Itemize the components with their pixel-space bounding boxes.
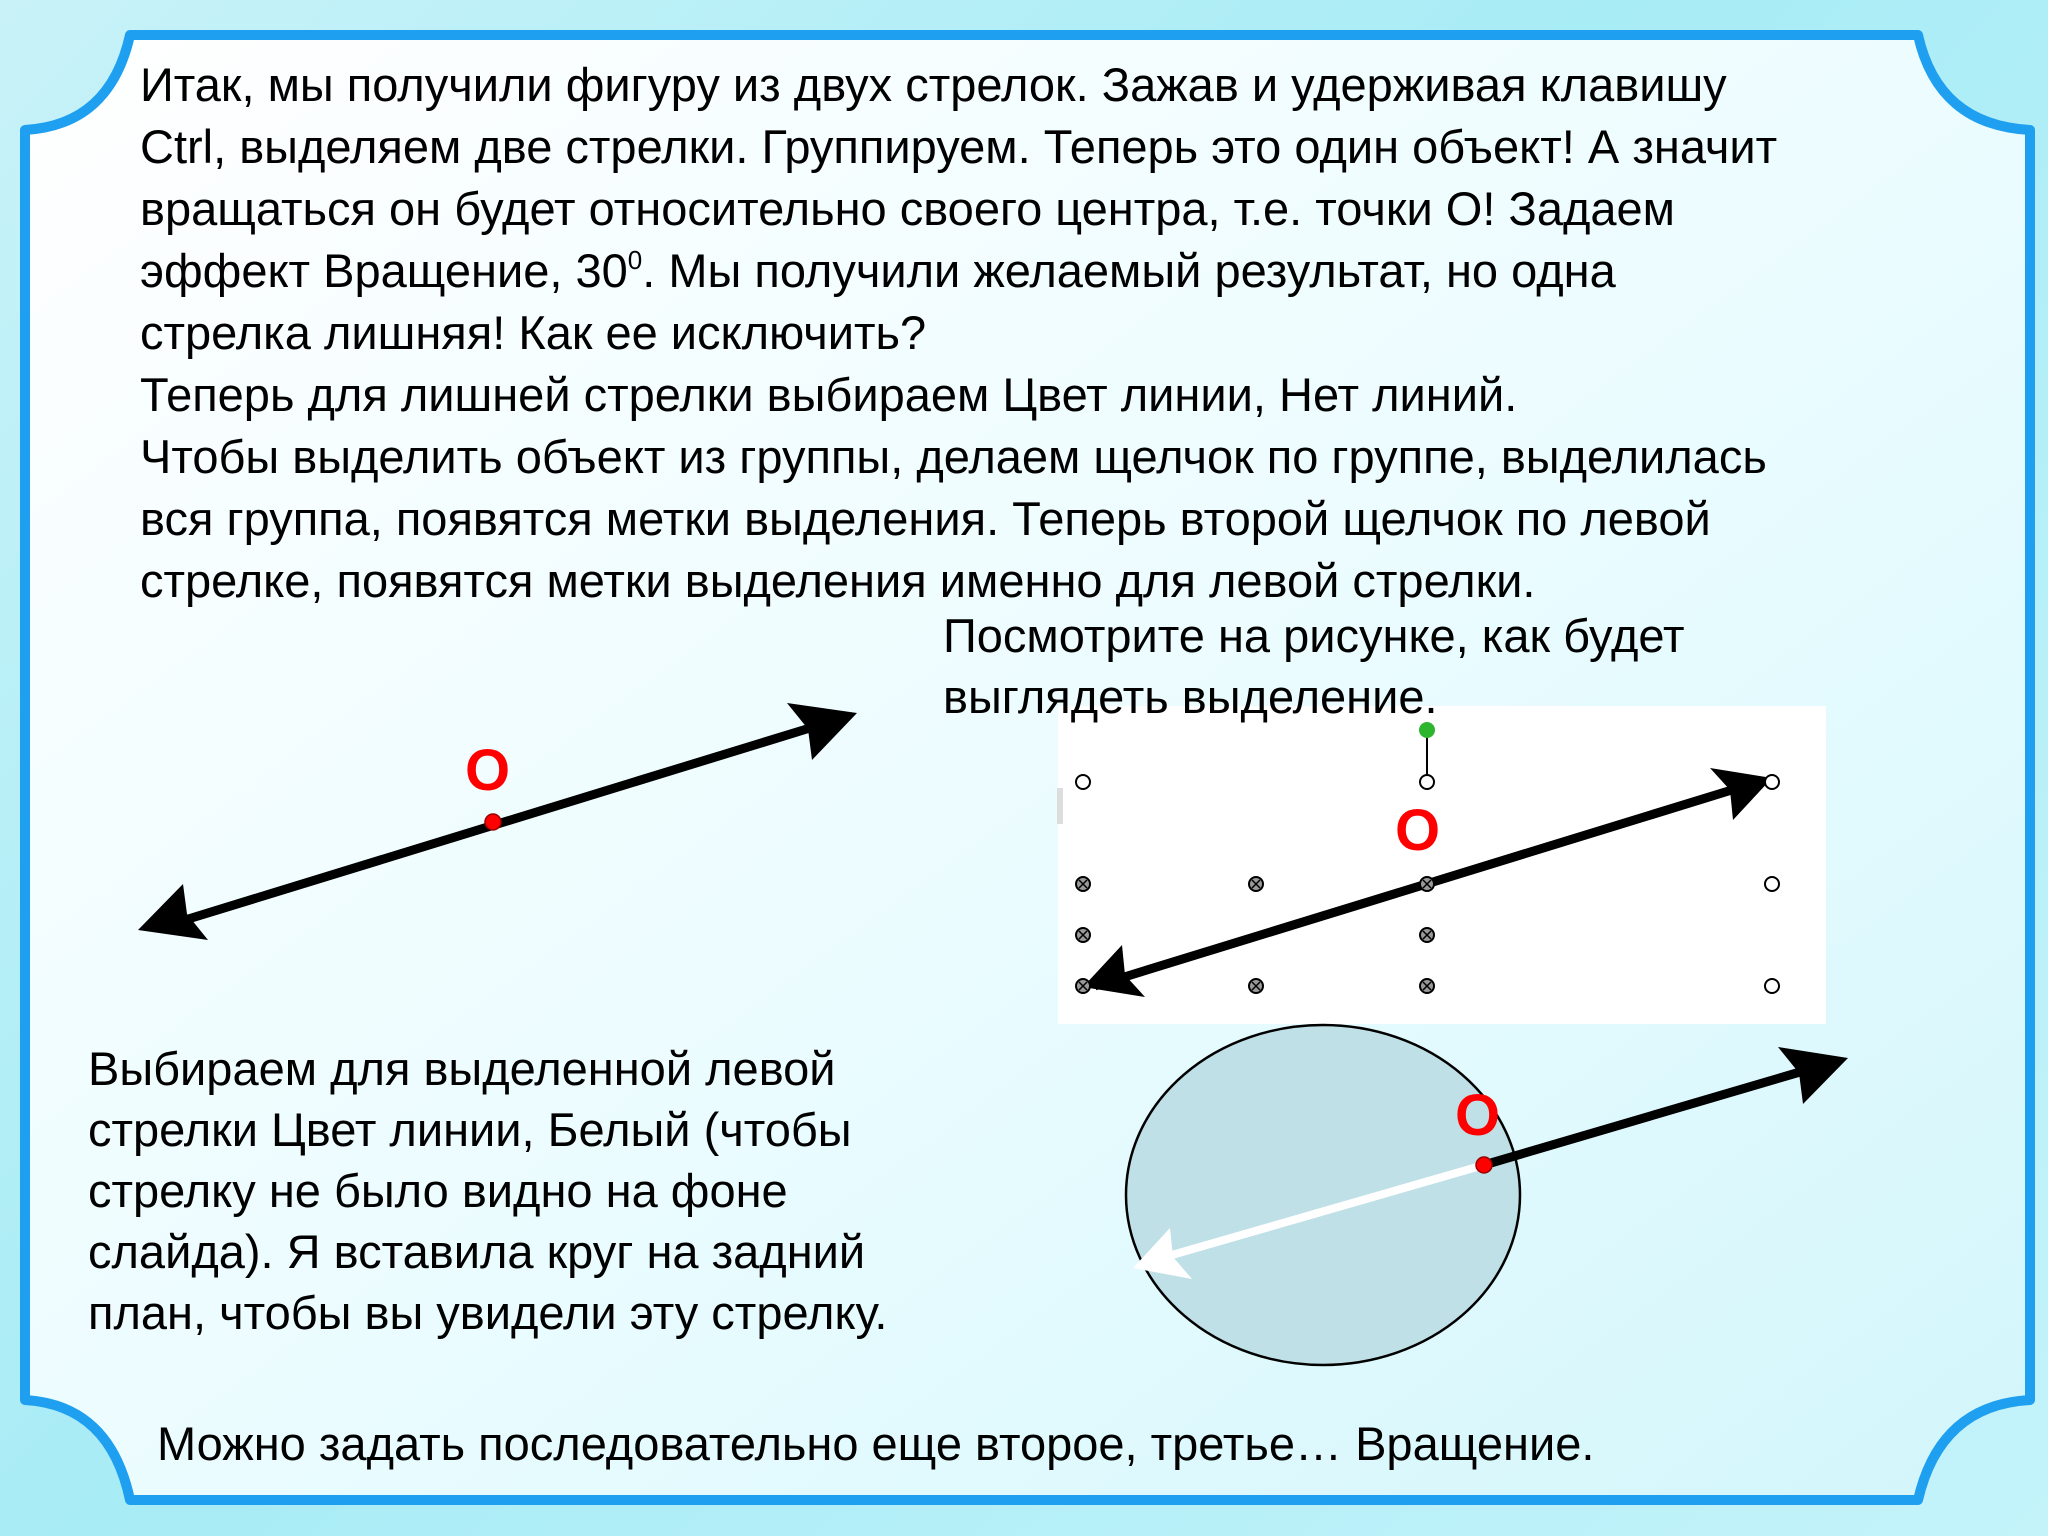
handle-open-top-left [1075,774,1091,790]
footer-text: Можно задать последовательно еще второе,… [157,1417,1595,1470]
caption-line-1: Посмотрите на рисунке, как будет [943,609,1685,662]
arrowhead-left [138,884,208,940]
object-selection-handles [1075,876,1435,994]
handle-open-mid-right [1764,876,1780,892]
black-arrowhead [1778,1047,1848,1104]
center-point-o [484,813,502,831]
selection-panel-bg [1058,706,1826,1024]
handle-open-top-right [1764,774,1780,790]
intro-line-8: вся группа, появятся метки выделения. Те… [140,492,1711,545]
selection-arrowhead-right [1710,768,1772,820]
degree-superscript: 0 [627,245,643,275]
intro-line-4: эффект Вращение, 300. Мы получили желаем… [140,240,1616,302]
intro-line-2: Ctrl, выделяем две стрелки. Группируем. … [140,120,1778,173]
intro-line-1: Итак, мы получили фигуру из двух стрелок… [140,58,1727,111]
point-label-o: О [465,738,510,803]
selection-illustration: О [1057,706,1826,1024]
arrowhead-right [787,703,857,760]
bottom-left-line-5: план, чтобы вы увидели эту стрелку. [88,1286,888,1339]
handle-open-bottom-right [1764,978,1780,994]
white-arrow-line [1163,1161,1486,1261]
circle-center-point-o [1475,1156,1493,1174]
arrow-group-left: О [138,703,857,940]
intro-line-3: вращаться он будет относительно своего ц… [140,182,1675,235]
intro-line-9: стрелке, появятся метки выделения именно… [140,554,1536,607]
rotation-handle [1419,722,1435,738]
intro-line-6: Теперь для лишней стрелки выбираем Цвет … [140,368,1518,421]
selection-point-label-o: О [1395,798,1440,863]
bottom-left-line-1: Выбираем для выделенной левой [88,1042,836,1095]
intro-line-4-head: эффект Вращение, 30 [140,244,628,297]
circle-illustration: О [1124,1023,1848,1367]
caption-line-2: выглядеть выделение. [943,670,1438,723]
background-circle [1124,1023,1522,1367]
selection-arrowhead-left [1083,945,1145,997]
group-selection-handles [1075,774,1780,994]
black-arrow-line [1482,1067,1802,1170]
bottom-left-line-4: слайда). Я вставила круг на задний [88,1225,866,1278]
bottom-left-line-2: стрелки Цвет линии, Белый (чтобы [88,1103,852,1156]
intro-line-7: Чтобы выделить объект из группы, делаем … [140,430,1767,483]
circle-point-label-o: О [1455,1083,1500,1148]
white-arrowhead [1133,1228,1192,1279]
intro-line-5: стрелка лишняя! Как ее исключить? [140,306,927,359]
content-frame [20,30,2035,1505]
handle-open-top-mid [1419,774,1435,790]
bottom-left-line-3: стрелку не было видно на фоне [88,1164,788,1217]
intro-line-4-tail: . Мы получили желаемый результат, но одн… [642,244,1616,297]
